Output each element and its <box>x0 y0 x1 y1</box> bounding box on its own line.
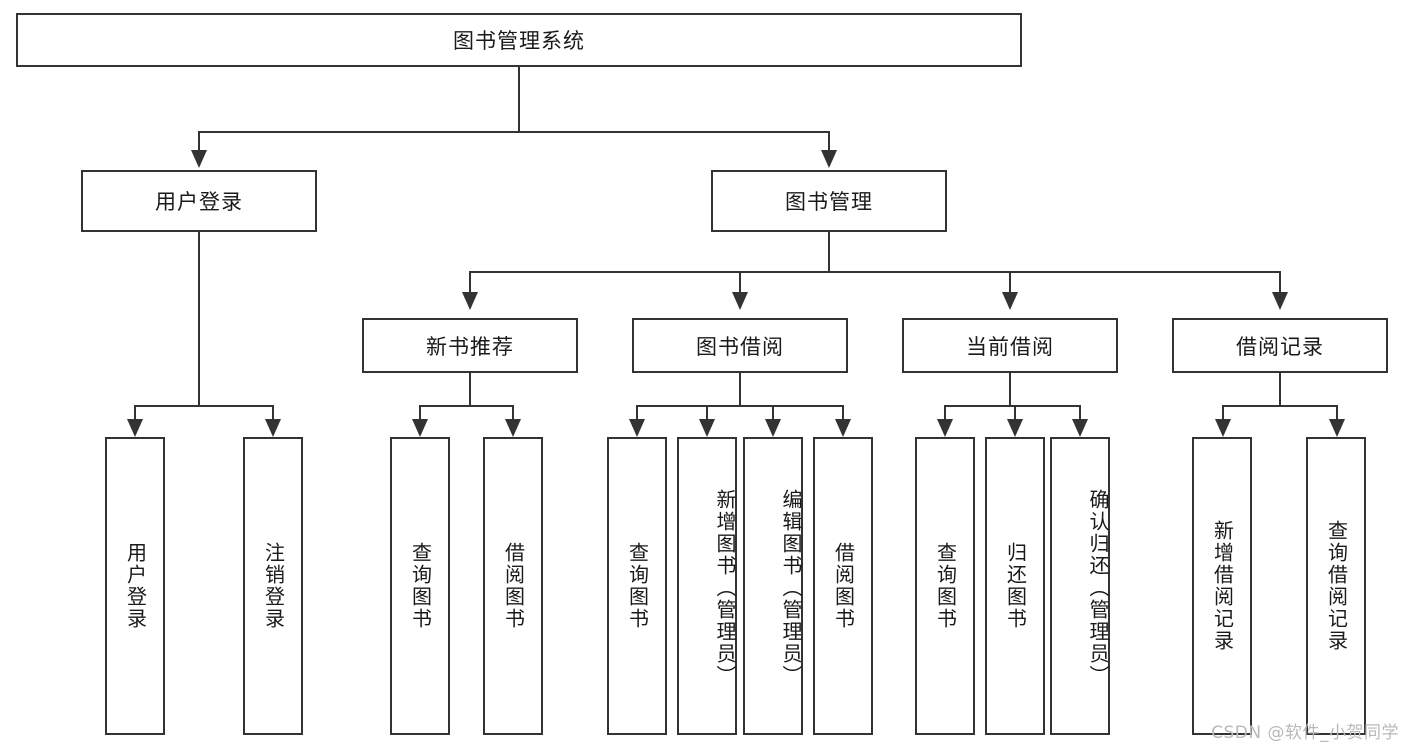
connector-br-bus <box>1222 405 1338 407</box>
node-label: 查询图书 <box>933 542 958 630</box>
node-label: 确认归还（管理员） <box>1086 489 1110 687</box>
node-label: 编辑图书（管理员） <box>779 489 803 687</box>
leaf-cb-return-book[interactable]: 归还图书 <box>985 437 1045 735</box>
connector-bb-drop-1 <box>636 405 638 420</box>
arrow-br-leaf-1 <box>1215 419 1231 437</box>
watermark-csdn: CSDN @软件_小贺同学 <box>1211 723 1399 743</box>
arrow-bb-leaf-3 <box>765 419 781 437</box>
node-user-login[interactable]: 用户登录 <box>81 170 317 232</box>
connector-cb-bus <box>944 405 1080 407</box>
node-label: 归还图书 <box>1003 542 1028 630</box>
arrow-nbr-leaf-2 <box>505 419 521 437</box>
leaf-br-query-record[interactable]: 查询借阅记录 <box>1306 437 1366 735</box>
node-label: 新增借阅记录 <box>1210 520 1235 652</box>
node-label: 图书管理 <box>785 190 873 214</box>
connector-bb-stem <box>739 373 741 406</box>
arrow-user-login-leaf-2 <box>265 419 281 437</box>
connector-nbr-drop-2 <box>512 405 514 420</box>
leaf-nbr-query-book[interactable]: 查询图书 <box>390 437 450 735</box>
arrow-bb-leaf-1 <box>629 419 645 437</box>
node-label: 查询图书 <box>625 542 650 630</box>
node-label: 用户登录 <box>123 542 148 630</box>
node-label: 借阅图书 <box>831 542 856 630</box>
arrow-root-to-user-login <box>191 150 207 168</box>
node-label: 图书借阅 <box>696 334 784 359</box>
leaf-user-login-login[interactable]: 用户登录 <box>105 437 165 735</box>
connector-br-stem <box>1279 373 1281 406</box>
connector-user-login-stem <box>198 232 200 406</box>
connector-cb-stem <box>1009 373 1011 406</box>
connector-bb-drop-2 <box>706 405 708 420</box>
node-label: 用户登录 <box>155 190 243 214</box>
connector-user-login-drop-1 <box>134 405 136 420</box>
node-label: 新书推荐 <box>426 334 514 359</box>
connector-br-drop-1 <box>1222 405 1224 420</box>
connector-bm-drop-3 <box>1009 271 1011 293</box>
node-book-borrow[interactable]: 图书借阅 <box>632 318 848 373</box>
arrow-bb-leaf-2 <box>699 419 715 437</box>
leaf-bb-query-book[interactable]: 查询图书 <box>607 437 667 735</box>
node-label: 借阅记录 <box>1236 334 1324 359</box>
arrow-cb-leaf-2 <box>1007 419 1023 437</box>
node-label: 当前借阅 <box>966 334 1054 359</box>
arrow-cb-leaf-1 <box>937 419 953 437</box>
arrow-bm-to-borrow-record <box>1272 292 1288 310</box>
connector-bm-drop-4 <box>1279 271 1281 293</box>
connector-root-to-book-management <box>828 131 830 152</box>
connector-book-management-stem <box>828 232 830 272</box>
connector-user-login-bus <box>134 405 274 407</box>
connector-nbr-stem <box>469 373 471 406</box>
arrow-bm-to-book-borrow <box>732 292 748 310</box>
leaf-nbr-borrow-book[interactable]: 借阅图书 <box>483 437 543 735</box>
arrow-br-leaf-2 <box>1329 419 1345 437</box>
connector-nbr-drop-1 <box>419 405 421 420</box>
connector-bm-drop-1 <box>469 271 471 293</box>
connector-root-stem <box>518 67 520 132</box>
connector-br-drop-2 <box>1336 405 1338 420</box>
node-label: 借阅图书 <box>501 542 526 630</box>
node-label: 新增图书（管理员） <box>713 489 737 687</box>
connector-cb-drop-1 <box>944 405 946 420</box>
connector-cb-drop-2 <box>1014 405 1016 420</box>
node-current-borrow[interactable]: 当前借阅 <box>902 318 1118 373</box>
arrow-bm-to-current-borrow <box>1002 292 1018 310</box>
connector-bb-drop-3 <box>772 405 774 420</box>
leaf-cb-query-book[interactable]: 查询图书 <box>915 437 975 735</box>
leaf-cb-confirm-return-admin[interactable]: 确认归还（管理员） <box>1050 437 1110 735</box>
arrow-nbr-leaf-1 <box>412 419 428 437</box>
leaf-bb-add-book-admin[interactable]: 新增图书（管理员） <box>677 437 737 735</box>
connector-root-bus <box>198 131 830 133</box>
connector-bb-drop-4 <box>842 405 844 420</box>
arrow-cb-leaf-3 <box>1072 419 1088 437</box>
connector-user-login-drop-2 <box>272 405 274 420</box>
node-book-management[interactable]: 图书管理 <box>711 170 947 232</box>
leaf-bb-edit-book-admin[interactable]: 编辑图书（管理员） <box>743 437 803 735</box>
arrow-user-login-leaf-1 <box>127 419 143 437</box>
connector-root-to-user-login <box>198 131 200 152</box>
arrow-bb-leaf-4 <box>835 419 851 437</box>
node-label: 图书管理系统 <box>453 29 585 53</box>
connector-nbr-bus <box>419 405 513 407</box>
connector-book-management-bus <box>469 271 1281 273</box>
connector-bb-bus <box>636 405 843 407</box>
arrow-root-to-book-management <box>821 150 837 168</box>
node-label: 查询图书 <box>408 542 433 630</box>
node-label: 注销登录 <box>261 542 286 630</box>
node-label: 查询借阅记录 <box>1324 520 1349 652</box>
leaf-user-login-logout[interactable]: 注销登录 <box>243 437 303 735</box>
leaf-bb-borrow-book[interactable]: 借阅图书 <box>813 437 873 735</box>
connector-bm-drop-2 <box>739 271 741 293</box>
node-root-book-management-system[interactable]: 图书管理系统 <box>16 13 1022 67</box>
leaf-br-add-record[interactable]: 新增借阅记录 <box>1192 437 1252 735</box>
connector-cb-drop-3 <box>1079 405 1081 420</box>
node-new-book-recommend[interactable]: 新书推荐 <box>362 318 578 373</box>
arrow-bm-to-new-book-recommend <box>462 292 478 310</box>
node-borrow-record[interactable]: 借阅记录 <box>1172 318 1388 373</box>
